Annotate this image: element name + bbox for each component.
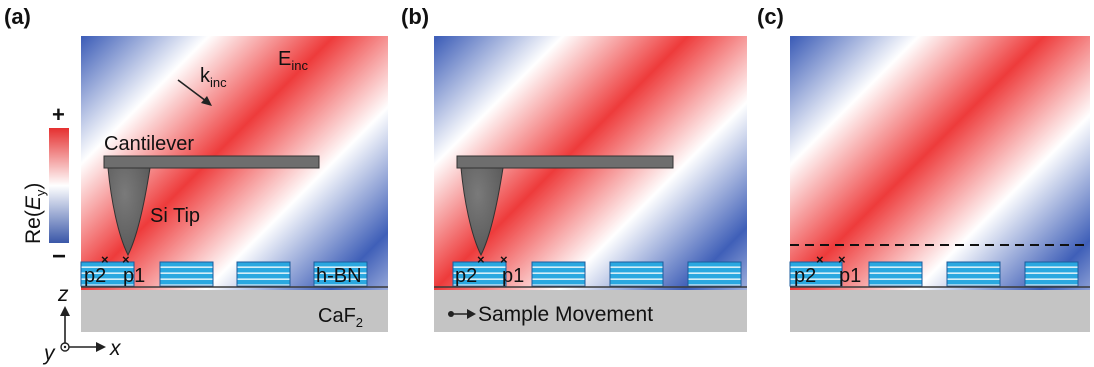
colorbar-minus: − [52, 243, 66, 270]
p1-label: p1 [123, 265, 145, 287]
colorbar-plus: + [52, 102, 65, 127]
panel-c-letter: (c) [757, 4, 784, 29]
cantilever [456, 155, 674, 169]
e-inc-label: Einc [278, 48, 308, 73]
sample-movement-label: Sample Movement [478, 303, 653, 326]
k-inc-arrowhead [201, 96, 212, 106]
p2-label: p2 [455, 265, 477, 287]
z-axis-arrowhead [60, 306, 70, 316]
colorbar: + − Re(Ey) [22, 102, 69, 270]
hbn-block [687, 261, 742, 287]
y-axis-dot [63, 345, 67, 349]
hbn-block [868, 261, 923, 287]
p1-label: p1 [502, 265, 524, 287]
cantilever-label: Cantilever [104, 133, 194, 155]
hbn-label: h-BN [316, 265, 362, 287]
hbn-block [946, 261, 1001, 287]
p2-marker: × [477, 252, 485, 267]
p2-label: p2 [84, 265, 106, 287]
si-tip-label: Si Tip [150, 205, 200, 227]
p2-marker: × [816, 252, 824, 267]
hbn-block [452, 261, 507, 287]
x-axis-label: x [109, 337, 122, 360]
panel-c: (c) × × p2 p1 [757, 4, 1090, 332]
hbn-block [313, 261, 368, 287]
caf2-label: CaF2 [318, 305, 363, 330]
p1-marker: × [500, 252, 508, 267]
hbn-block [80, 261, 135, 287]
z-axis-label: z [57, 283, 69, 306]
colorbar-gradient [49, 128, 69, 243]
y-axis-label: y [42, 342, 56, 365]
panel-a-letter: (a) [4, 4, 31, 29]
hbn-block [789, 261, 843, 287]
panel-b-letter: (b) [401, 4, 429, 29]
axis-indicator: z y x [42, 283, 122, 365]
caf2-substrate-b [434, 290, 747, 332]
panel-a: (a) × × p2 p1 Cantilever Si Tip h-BN CaF… [4, 4, 388, 332]
cantilever [103, 155, 320, 169]
caf2-substrate-a [81, 290, 388, 332]
hbn-block [531, 261, 586, 287]
hbn-block [159, 261, 214, 287]
k-inc-label: kinc [200, 65, 227, 90]
hbn-block [1024, 261, 1079, 287]
caf2-substrate-c [790, 290, 1090, 332]
hbn-block [609, 261, 664, 287]
p1-label: p1 [839, 265, 861, 287]
p1-marker: × [838, 252, 846, 267]
x-axis-arrowhead [96, 342, 106, 352]
si-tip [107, 167, 151, 257]
p2-marker: × [101, 252, 109, 267]
field-map-c [790, 36, 1090, 292]
movement-dot [448, 311, 454, 317]
movement-arrowhead [467, 309, 476, 319]
hbn-block [236, 261, 291, 287]
si-tip [460, 167, 504, 257]
panel-b: (b) × × p2 p1 Sample Movement [401, 4, 747, 332]
p2-label: p2 [794, 265, 816, 287]
colorbar-title: Re(Ey) [22, 183, 48, 244]
p1-marker: × [122, 252, 130, 267]
